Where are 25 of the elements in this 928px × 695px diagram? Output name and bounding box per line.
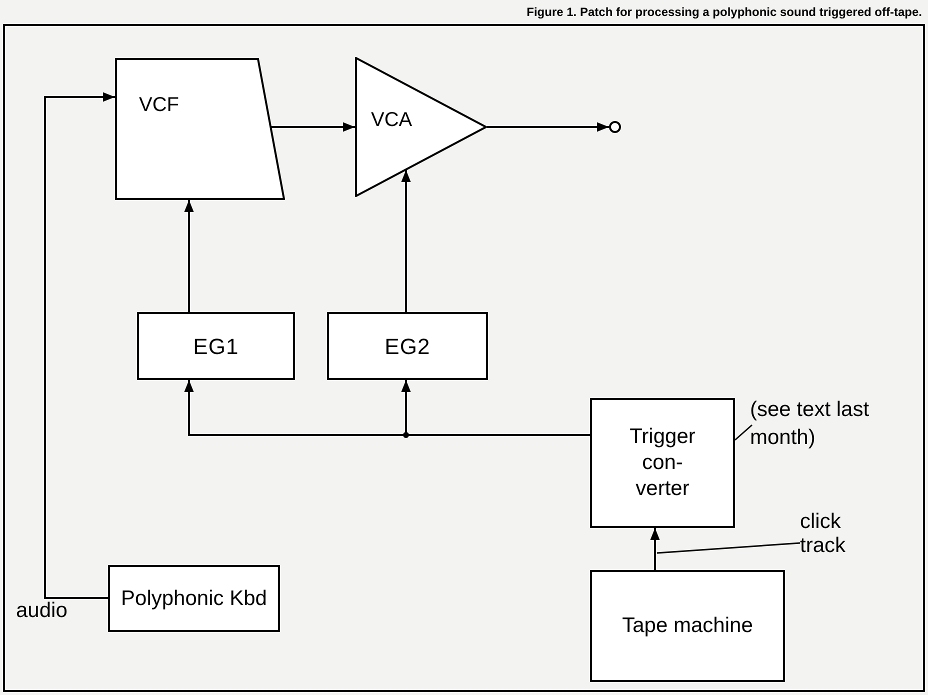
tape-machine-box: [590, 570, 785, 682]
envelope-box: [327, 312, 488, 380]
node-label: EG2: [384, 332, 430, 360]
keyboard-box: [108, 565, 280, 632]
output-terminal: [609, 121, 621, 133]
node-label: Tape machine: [622, 613, 753, 639]
arrow: [44, 92, 115, 599]
figure-title: Figure 1. Patch for processing a polyphonic sound triggered off-tape.: [526, 4, 922, 21]
arrow: [650, 528, 660, 570]
converter-box: [590, 398, 735, 528]
envelope-box: [137, 312, 295, 380]
node-label: Trigger con- verter: [628, 424, 696, 502]
node-label: Polyphonic Kbd: [121, 586, 267, 612]
node-label: EG1: [193, 332, 239, 360]
edge-label: audio: [16, 600, 68, 622]
arrow: [487, 122, 609, 132]
node-label: VCA: [371, 108, 412, 133]
node-label: click track: [800, 510, 847, 558]
node-label: VCF: [139, 93, 179, 118]
leader-line: [734, 424, 752, 441]
leader-line: [656, 542, 800, 554]
node-label: (see text last month): [750, 397, 870, 451]
arrow: [271, 122, 355, 132]
arrow: [184, 200, 194, 312]
arrow: [401, 170, 411, 312]
